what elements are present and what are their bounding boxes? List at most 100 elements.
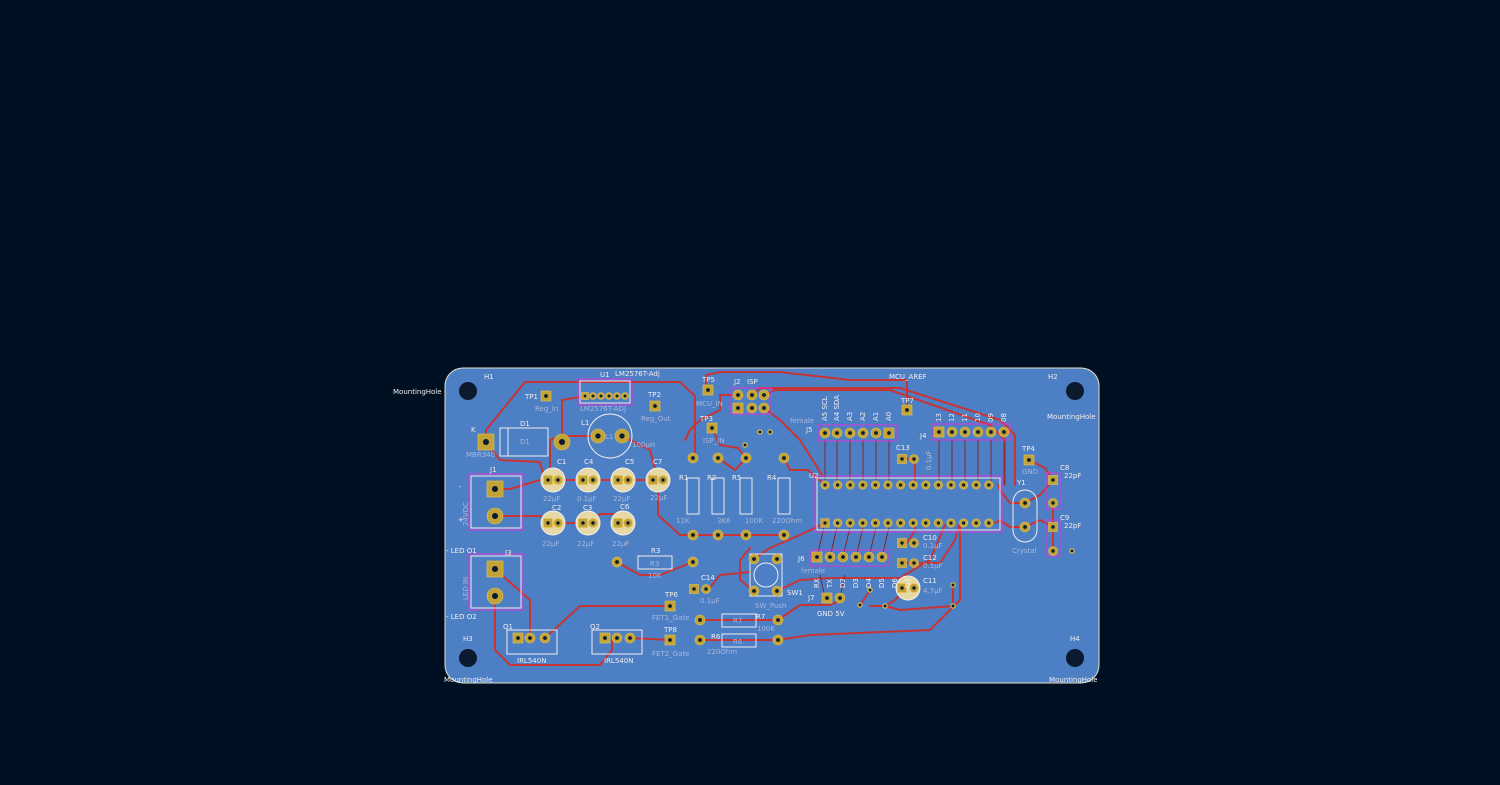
pad-drill (962, 483, 966, 487)
pad-drill (861, 521, 865, 525)
value-l1: 100µH (632, 441, 655, 449)
mounting-hole-h1 (459, 382, 477, 400)
ref-tp1: TP1 (524, 393, 538, 401)
j6-pin-label: D6 (891, 578, 899, 588)
pad-drill (950, 430, 954, 434)
label-j7-pins: GND 5V (817, 610, 845, 618)
pad-drill (836, 521, 840, 525)
label-j3-top: - LED O1 (446, 547, 477, 555)
pad-drill (1051, 501, 1055, 505)
fab-r3: R3 (650, 560, 659, 568)
ref-sw1: SW1 (787, 589, 803, 597)
ref-c6: C6 (620, 503, 630, 511)
value-y1: Crystal (1012, 547, 1037, 555)
ref-c14: C14 (701, 574, 715, 582)
fab-u1: LM2576T-ADJ (580, 405, 626, 413)
mounting-hole-h3 (459, 649, 477, 667)
ref-u1: U1 (600, 371, 610, 379)
j5-pin-label: A4 SDA (833, 395, 841, 421)
j6-pin-label: TX (826, 579, 834, 589)
pad-drill (976, 430, 980, 434)
ref-j4: J4 (919, 432, 927, 440)
pad-drill (698, 618, 702, 622)
pad-drill (782, 456, 786, 460)
pad-drill (691, 456, 695, 460)
pad-drill (628, 636, 632, 640)
pad-drill (951, 583, 955, 587)
ref-c2: C2 (552, 504, 561, 512)
pad-drill (987, 521, 991, 525)
value-j3-side: LED IN (462, 577, 470, 600)
board-outline (444, 367, 1100, 684)
pad-drill (603, 636, 607, 640)
value-tp1: Reg_In (535, 405, 558, 413)
pad-drill (516, 636, 520, 640)
pad-drill (949, 521, 953, 525)
pad-drill (835, 431, 839, 435)
value-c13: 0.1µF (925, 450, 933, 470)
pad-drill (880, 555, 884, 559)
pad-drill (912, 457, 916, 461)
pad-drill (528, 636, 532, 640)
mounting-hole-h4 (1066, 649, 1084, 667)
value-tp8: FET2_Gate (652, 650, 689, 658)
value-q2: IRL540N (604, 657, 633, 665)
pad-drill (706, 388, 710, 392)
pad-drill (868, 588, 872, 592)
ref-tp5: TP5 (701, 376, 715, 384)
ref-c8: C8 (1060, 464, 1069, 472)
value-j5: female (790, 417, 814, 425)
value-r2: 3K6 (717, 517, 731, 525)
pad-drill (782, 533, 786, 537)
copper-traces (485, 371, 1054, 666)
pad-drill (836, 483, 840, 487)
pad-drill (762, 393, 766, 397)
pad-drill (607, 394, 611, 398)
pad-drill (752, 589, 756, 593)
pad-drill (874, 431, 878, 435)
pad-drill (692, 587, 696, 591)
pad-drill (691, 533, 695, 537)
pad-drill (698, 638, 702, 642)
j4-pin-label: 13 (935, 413, 943, 422)
pad-drill (900, 561, 904, 565)
pad-drill (883, 604, 887, 608)
pad-drill (848, 431, 852, 435)
j4-pin-label: 11 (961, 413, 969, 422)
pad-drill (823, 431, 827, 435)
pad-drill (775, 589, 779, 593)
value-r5: 100K (745, 517, 763, 525)
pad-drill (937, 430, 941, 434)
pad-drill (581, 521, 585, 525)
pad-drill (615, 560, 619, 564)
pad-drill (900, 586, 904, 590)
pad-drill (556, 521, 560, 525)
pad-drill (823, 483, 827, 487)
value-j2: ISP (747, 378, 758, 386)
value-c3: 22µF (577, 540, 594, 548)
pad-drill (691, 560, 695, 564)
j6-pin-label: D4 (865, 578, 873, 588)
j6-pin-label: D7 (904, 578, 912, 588)
pad-drill (544, 394, 548, 398)
pad-drill (905, 408, 909, 412)
pad-drill (974, 521, 978, 525)
pads (477, 384, 1075, 646)
ref-tp7: TP7 (900, 397, 914, 405)
pad-drill (768, 430, 772, 434)
pad-drill (616, 521, 620, 525)
pad-drill (1002, 430, 1006, 434)
pad-drill (595, 433, 601, 439)
pad-drill (962, 521, 966, 525)
pad-drill (815, 555, 819, 559)
pad-drill (899, 521, 903, 525)
pad-drill (556, 478, 560, 482)
value-r3: 10K (648, 572, 662, 580)
pad-drill (653, 404, 657, 408)
ref-c3: C3 (583, 504, 592, 512)
pad-drill (668, 604, 672, 608)
ref-r4: R4 (767, 474, 777, 482)
pad-drill (776, 618, 780, 622)
